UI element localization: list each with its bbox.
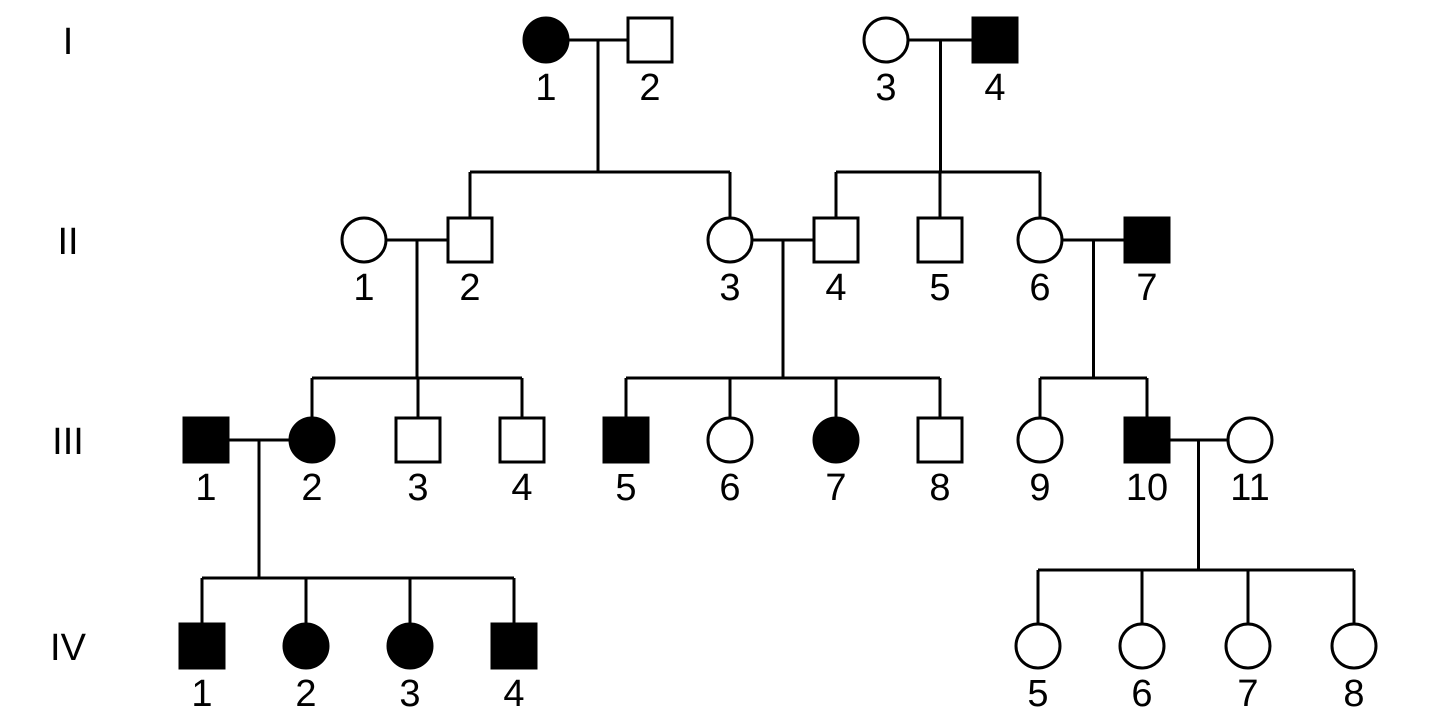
unaffected-male-II-5-square	[916, 216, 964, 264]
affected-male-III-1-square	[182, 416, 230, 464]
unaffected-female-I-3-circle	[862, 16, 910, 64]
unaffected-male-I-2-square	[626, 16, 674, 64]
individual-number: 5	[929, 267, 950, 309]
unaffected-male-III-3-square	[394, 416, 442, 464]
individual-number: 1	[191, 673, 212, 715]
individual-number: 7	[1237, 673, 1258, 715]
individual-number: 2	[301, 467, 322, 509]
unaffected-female-IV-8-circle	[1330, 622, 1378, 670]
individual-number: 6	[719, 467, 740, 509]
individual-symbols	[178, 16, 1378, 670]
unaffected-female-II-3-circle	[706, 216, 754, 264]
individual-number: 9	[1029, 467, 1050, 509]
affected-female-IV-3-circle	[386, 622, 434, 670]
individual-number: 7	[825, 467, 846, 509]
affected-male-III-10-square	[1123, 416, 1171, 464]
individual-number: 3	[407, 467, 428, 509]
individual-number: 8	[929, 467, 950, 509]
individual-number: 2	[639, 67, 660, 109]
unaffected-male-II-2-square	[446, 216, 494, 264]
generation-label-I: I	[63, 21, 74, 63]
generation-label-III: III	[52, 421, 84, 463]
individual-number: 1	[535, 67, 556, 109]
unaffected-female-II-1-circle	[340, 216, 388, 264]
unaffected-male-III-8-square	[916, 416, 964, 464]
individual-number: 8	[1343, 673, 1364, 715]
individual-number: 4	[511, 467, 532, 509]
unaffected-female-IV-5-circle	[1014, 622, 1062, 670]
unaffected-male-III-4-square	[498, 416, 546, 464]
individual-number: 3	[875, 67, 896, 109]
unaffected-female-III-9-circle	[1016, 416, 1064, 464]
individual-number: 11	[1230, 467, 1269, 509]
individual-number: 1	[195, 467, 216, 509]
unaffected-female-IV-6-circle	[1118, 622, 1166, 670]
individual-number: 5	[1027, 673, 1048, 715]
individual-number: 5	[615, 467, 636, 509]
individual-number: 6	[1131, 673, 1152, 715]
generation-label-II: II	[57, 221, 78, 263]
affected-male-IV-1-square	[178, 622, 226, 670]
unaffected-female-III-11-circle	[1226, 416, 1274, 464]
individual-number: 10	[1126, 467, 1168, 509]
affected-male-III-5-square	[602, 416, 650, 464]
unaffected-female-IV-7-circle	[1224, 622, 1272, 670]
affected-female-III-2-circle	[288, 416, 336, 464]
individual-number: 2	[295, 673, 316, 715]
individual-number: 2	[459, 267, 480, 309]
affected-male-I-4-square	[971, 16, 1019, 64]
individual-number: 1	[353, 267, 374, 309]
individual-number: 3	[399, 673, 420, 715]
individual-number: 4	[503, 673, 524, 715]
affected-male-II-7-square	[1123, 216, 1171, 264]
generation-label-IV: IV	[50, 627, 87, 669]
individual-number: 6	[1029, 267, 1050, 309]
affected-female-IV-2-circle	[282, 622, 330, 670]
affected-female-I-1-circle	[522, 16, 570, 64]
unaffected-female-II-6-circle	[1016, 216, 1064, 264]
individual-number: 7	[1136, 267, 1157, 309]
relationship-lines	[200, 38, 1356, 624]
individual-number: 4	[825, 267, 846, 309]
individual-number: 4	[984, 67, 1005, 109]
individual-number: 3	[719, 267, 740, 309]
unaffected-male-II-4-square	[812, 216, 860, 264]
unaffected-female-III-6-circle	[706, 416, 754, 464]
affected-male-IV-4-square	[490, 622, 538, 670]
affected-female-III-7-circle	[812, 416, 860, 464]
